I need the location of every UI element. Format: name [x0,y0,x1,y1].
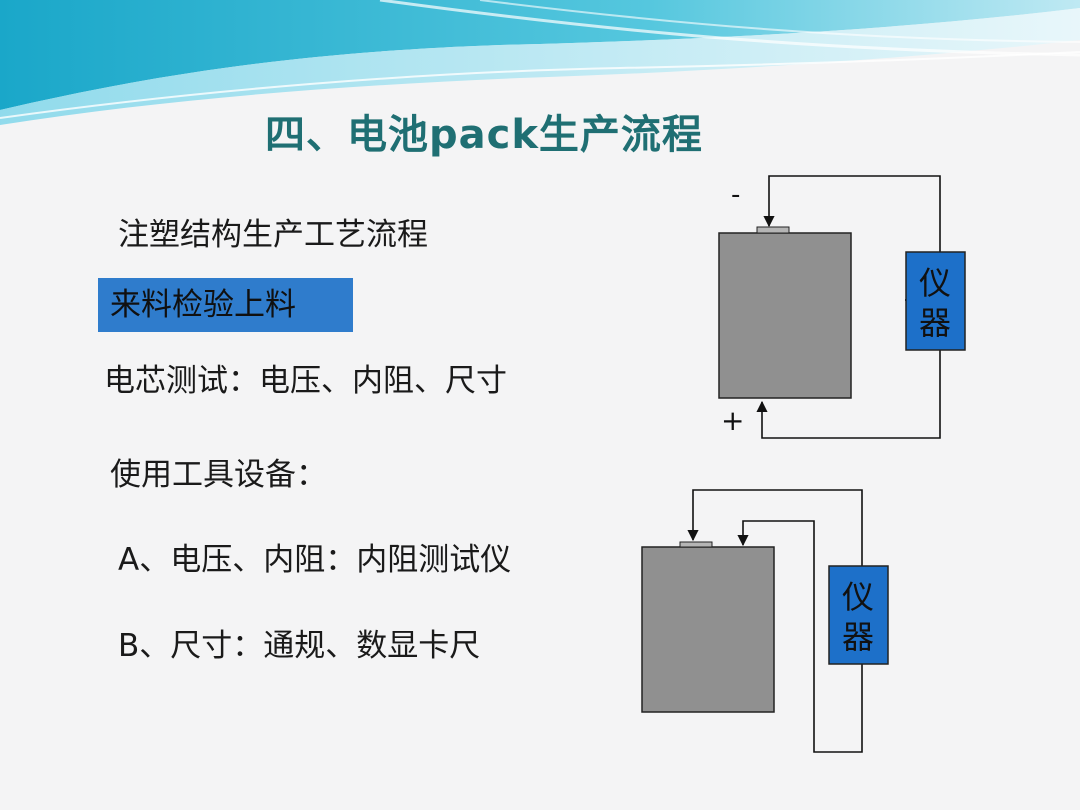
process-subtitle: 注塑结构生产工艺流程 [118,217,428,253]
battery-terminal-2 [679,541,713,548]
instrument-label-2b: 器 [842,618,874,656]
battery-cell-1 [718,232,852,399]
battery-cell-2 [641,546,775,713]
diagram-voltage-test: - + 仪 器 [718,175,966,439]
cell-test-line: 电芯测试：电压、内阻、尺寸 [104,363,507,399]
tool-b-line: B、尺寸：通规、数显卡尺 [118,628,481,664]
tool-a-line: A、电压、内阻：内阻测试仪 [118,542,512,578]
lead-wire-outer [687,489,863,616]
negative-lead-wire [763,175,941,301]
instrument-label-1a: 仪 [919,264,951,302]
step-box: 来料检验上料 [98,278,353,332]
lead-wire-inner [737,520,863,753]
instrument-label-1b: 器 [919,304,951,342]
slide-title: 四、电池pack生产流程 [265,112,703,158]
instrument-label-2a: 仪 [842,578,874,616]
positive-lead-wire [756,299,941,439]
minus-sign: - [731,180,740,210]
battery-terminal-1 [756,226,790,234]
plus-sign: + [721,404,744,437]
instrument-box-2 [828,565,889,665]
diagram-resistance-test: 仪 器 [641,489,889,753]
tools-heading: 使用工具设备： [110,457,327,493]
header-wave-decoration [0,0,1080,125]
instrument-box-1 [905,251,966,351]
